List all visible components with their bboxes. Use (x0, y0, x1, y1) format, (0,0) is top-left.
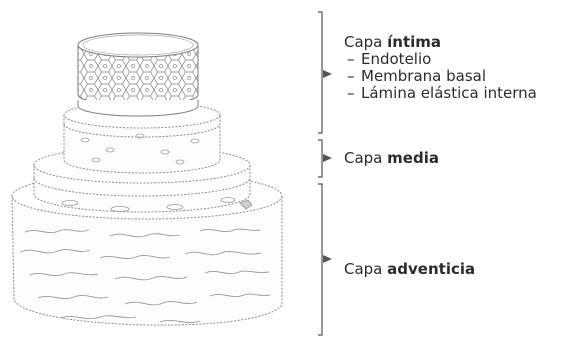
adventitia-prefix: Capa (344, 260, 388, 278)
intima-prefix: Capa (344, 33, 388, 51)
intima-name: íntima (387, 33, 442, 51)
dash: – (347, 84, 355, 102)
adventitia-label: Capa adventicia (344, 261, 475, 278)
adventitia-name: adventicia (387, 260, 476, 278)
media-bracket (318, 139, 332, 178)
dash: – (347, 67, 355, 85)
intima-bracket (318, 11, 332, 134)
dash: – (347, 50, 355, 68)
intima-item-endotelio: –Endotelio (344, 51, 537, 68)
intima-layer (77, 32, 199, 117)
intima-item-membrana-basal: –Membrana basal (344, 68, 537, 85)
media-name: media (387, 149, 439, 167)
intima-label: Capa íntima –Endotelio –Membrana basal –… (344, 34, 537, 102)
intima-item-lamina-elastica: –Lámina elástica interna (344, 85, 537, 102)
adventitia-bracket (318, 183, 332, 336)
item-text: Endotelio (361, 50, 432, 68)
item-text: Lámina elástica interna (361, 84, 537, 102)
item-text: Membrana basal (361, 67, 487, 85)
media-prefix: Capa (344, 149, 388, 167)
media-label: Capa media (344, 150, 439, 167)
